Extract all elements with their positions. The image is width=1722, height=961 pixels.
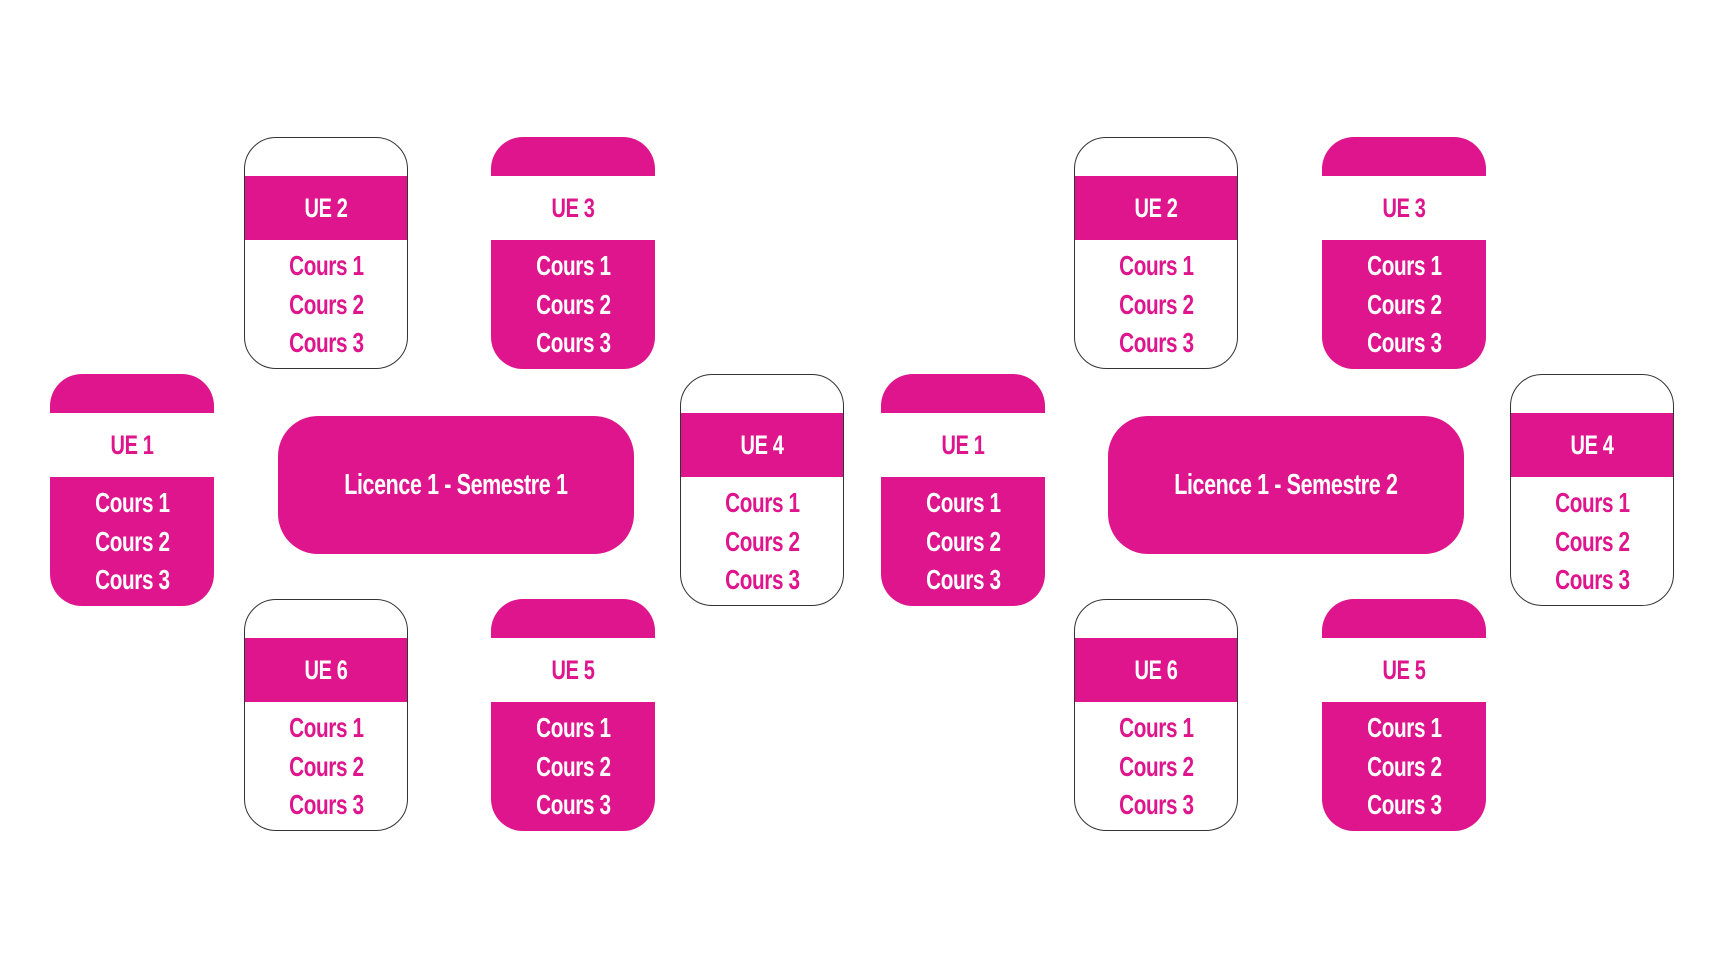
course-item: Cours 1 bbox=[925, 487, 1001, 518]
ue-label: UE 4 bbox=[1570, 429, 1614, 460]
ue-card-ue-1: UE 1 Cours 1 Cours 2 Cours 3 bbox=[881, 374, 1045, 606]
course-item: Cours 1 bbox=[288, 712, 364, 743]
ue-header: UE 5 bbox=[491, 638, 655, 702]
course-item: Cours 2 bbox=[724, 525, 800, 557]
semester-title-box: Licence 1 - Semestre 2 bbox=[1108, 416, 1464, 554]
ue-card-ue-6: UE 6 Cours 1 Cours 2 Cours 3 bbox=[1074, 599, 1238, 831]
ue-label: UE 1 bbox=[941, 429, 985, 460]
course-item: Cours 2 bbox=[1118, 288, 1194, 320]
course-item: Cours 3 bbox=[724, 564, 800, 595]
course-item: Cours 2 bbox=[1118, 750, 1194, 782]
ue-header: UE 1 bbox=[881, 413, 1045, 477]
ue-header: UE 2 bbox=[1075, 176, 1237, 240]
semester-title-box: Licence 1 - Semestre 1 bbox=[278, 416, 634, 554]
course-list: Cours 1 Cours 2 Cours 3 bbox=[245, 240, 407, 368]
ue-header: UE 6 bbox=[1075, 638, 1237, 702]
ue-label: UE 3 bbox=[1382, 192, 1426, 223]
course-item: Cours 3 bbox=[535, 327, 611, 358]
ue-label: UE 2 bbox=[304, 192, 348, 223]
course-list: Cours 1 Cours 2 Cours 3 bbox=[50, 477, 214, 606]
course-item: Cours 2 bbox=[94, 525, 170, 557]
course-item: Cours 1 bbox=[724, 487, 800, 518]
ue-card-ue-5: UE 5 Cours 1 Cours 2 Cours 3 bbox=[491, 599, 655, 831]
course-item: Cours 1 bbox=[1554, 487, 1630, 518]
course-list: Cours 1 Cours 2 Cours 3 bbox=[1322, 702, 1486, 831]
course-item: Cours 2 bbox=[535, 288, 611, 320]
course-list: Cours 1 Cours 2 Cours 3 bbox=[491, 702, 655, 831]
ue-label: UE 3 bbox=[551, 192, 595, 223]
course-item: Cours 3 bbox=[288, 789, 364, 820]
semester-title: Licence 1 - Semestre 2 bbox=[1174, 468, 1398, 501]
course-item: Cours 1 bbox=[1118, 712, 1194, 743]
ue-card-ue-2: UE 2 Cours 1 Cours 2 Cours 3 bbox=[244, 137, 408, 369]
ue-header: UE 2 bbox=[245, 176, 407, 240]
ue-label: UE 5 bbox=[1382, 654, 1426, 685]
ue-header: UE 6 bbox=[245, 638, 407, 702]
course-list: Cours 1 Cours 2 Cours 3 bbox=[1075, 240, 1237, 368]
ue-header: UE 5 bbox=[1322, 638, 1486, 702]
course-item: Cours 2 bbox=[1366, 750, 1442, 782]
course-item: Cours 3 bbox=[1366, 789, 1442, 820]
ue-label: UE 4 bbox=[740, 429, 784, 460]
ue-card-ue-3: UE 3 Cours 1 Cours 2 Cours 3 bbox=[491, 137, 655, 369]
course-item: Cours 1 bbox=[535, 250, 611, 281]
course-list: Cours 1 Cours 2 Cours 3 bbox=[245, 702, 407, 830]
course-list: Cours 1 Cours 2 Cours 3 bbox=[1511, 477, 1673, 605]
course-list: Cours 1 Cours 2 Cours 3 bbox=[1322, 240, 1486, 369]
course-item: Cours 2 bbox=[288, 288, 364, 320]
course-item: Cours 2 bbox=[288, 750, 364, 782]
course-item: Cours 1 bbox=[94, 487, 170, 518]
course-item: Cours 2 bbox=[1366, 288, 1442, 320]
ue-card-ue-4: UE 4 Cours 1 Cours 2 Cours 3 bbox=[1510, 374, 1674, 606]
course-item: Cours 1 bbox=[1366, 712, 1442, 743]
course-item: Cours 3 bbox=[1118, 327, 1194, 358]
course-item: Cours 2 bbox=[535, 750, 611, 782]
course-item: Cours 1 bbox=[535, 712, 611, 743]
ue-label: UE 6 bbox=[1134, 654, 1178, 685]
course-list: Cours 1 Cours 2 Cours 3 bbox=[881, 477, 1045, 606]
course-item: Cours 3 bbox=[1118, 789, 1194, 820]
ue-label: UE 2 bbox=[1134, 192, 1178, 223]
ue-header: UE 3 bbox=[491, 176, 655, 240]
course-list: Cours 1 Cours 2 Cours 3 bbox=[681, 477, 843, 605]
course-list: Cours 1 Cours 2 Cours 3 bbox=[491, 240, 655, 369]
ue-label: UE 5 bbox=[551, 654, 595, 685]
semester-title: Licence 1 - Semestre 1 bbox=[344, 468, 568, 501]
course-item: Cours 1 bbox=[1118, 250, 1194, 281]
ue-header: UE 4 bbox=[1511, 413, 1673, 477]
course-item: Cours 3 bbox=[288, 327, 364, 358]
course-item: Cours 3 bbox=[925, 564, 1001, 595]
course-item: Cours 3 bbox=[94, 564, 170, 595]
course-item: Cours 1 bbox=[1366, 250, 1442, 281]
ue-card-ue-1: UE 1 Cours 1 Cours 2 Cours 3 bbox=[50, 374, 214, 606]
ue-header: UE 4 bbox=[681, 413, 843, 477]
course-item: Cours 3 bbox=[1554, 564, 1630, 595]
ue-card-ue-4: UE 4 Cours 1 Cours 2 Cours 3 bbox=[680, 374, 844, 606]
ue-header: UE 3 bbox=[1322, 176, 1486, 240]
ue-card-ue-5: UE 5 Cours 1 Cours 2 Cours 3 bbox=[1322, 599, 1486, 831]
course-item: Cours 2 bbox=[925, 525, 1001, 557]
ue-label: UE 6 bbox=[304, 654, 348, 685]
course-item: Cours 2 bbox=[1554, 525, 1630, 557]
course-list: Cours 1 Cours 2 Cours 3 bbox=[1075, 702, 1237, 830]
course-item: Cours 3 bbox=[535, 789, 611, 820]
ue-card-ue-6: UE 6 Cours 1 Cours 2 Cours 3 bbox=[244, 599, 408, 831]
ue-card-ue-2: UE 2 Cours 1 Cours 2 Cours 3 bbox=[1074, 137, 1238, 369]
course-item: Cours 1 bbox=[288, 250, 364, 281]
ue-label: UE 1 bbox=[110, 429, 154, 460]
ue-card-ue-3: UE 3 Cours 1 Cours 2 Cours 3 bbox=[1322, 137, 1486, 369]
ue-header: UE 1 bbox=[50, 413, 214, 477]
course-item: Cours 3 bbox=[1366, 327, 1442, 358]
